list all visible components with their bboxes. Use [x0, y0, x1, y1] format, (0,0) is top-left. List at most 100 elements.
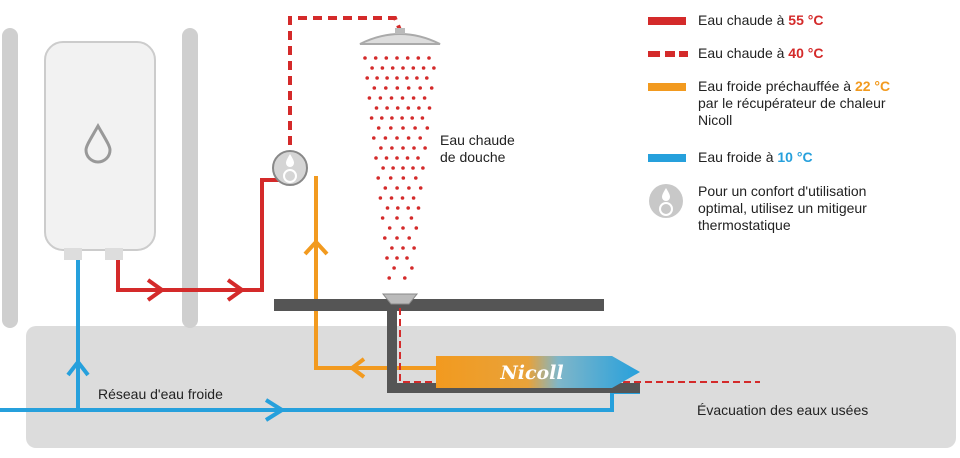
spray-drop: [401, 166, 405, 170]
spray-drop: [390, 116, 394, 120]
spray-drop: [369, 116, 374, 120]
spray-drop: [427, 56, 431, 60]
spray-drop: [384, 56, 389, 60]
spray-drop: [418, 86, 423, 90]
hot-water-pipe: [116, 178, 284, 302]
spray-drop: [406, 86, 411, 90]
spray-drop: [421, 166, 425, 170]
spray-drop: [391, 166, 395, 170]
spray-drop: [378, 196, 383, 200]
spray-drop: [390, 246, 394, 250]
spray-drop: [421, 66, 426, 70]
spray-drop: [395, 256, 399, 260]
spray-drop: [411, 196, 416, 200]
spray-drop: [418, 136, 423, 140]
spray-drop: [375, 76, 379, 80]
spray-drop: [403, 276, 407, 280]
spray-drop: [389, 196, 394, 200]
water-heater-icon: [44, 41, 156, 260]
spray-drop: [374, 156, 378, 160]
spray-drop: [389, 96, 394, 100]
spray-drop: [411, 66, 416, 70]
spray-drop: [378, 96, 383, 100]
legend-text-line1: Pour un confort d'utilisation: [698, 183, 867, 199]
spray-drop: [405, 56, 410, 60]
spray-drop: [405, 156, 410, 160]
shower-label: Eau chaude de douche: [440, 132, 515, 166]
spray-drop: [384, 156, 389, 160]
spray-drop: [423, 146, 427, 150]
spray-drop: [381, 166, 385, 170]
legend-temp: 10 °C: [777, 149, 813, 165]
spray-drop: [383, 186, 388, 190]
spray-drop: [411, 96, 416, 100]
legend-swatch-orange: [648, 83, 686, 91]
spray-drop: [407, 186, 411, 190]
spray-drop: [417, 106, 421, 110]
spray-drop: [412, 146, 416, 150]
legend-temp: 40 °C: [788, 45, 824, 61]
spray-drop: [406, 106, 411, 110]
spray-drop: [401, 176, 406, 180]
spray-drop: [374, 106, 379, 110]
legend-text: Eau chaude à: [698, 12, 789, 28]
spray-drop: [365, 76, 370, 80]
shower-floor: [274, 299, 604, 311]
spray-drop: [390, 146, 394, 150]
spray-drop: [425, 76, 429, 80]
shower-head-icon: [359, 28, 441, 45]
spray-drop: [376, 176, 381, 180]
spray-drop: [388, 176, 393, 180]
preheated-water-pipe: [303, 176, 440, 379]
spray-drop: [392, 266, 396, 270]
spray-drop: [372, 136, 376, 140]
spray-drop: [401, 246, 405, 250]
brand-logo: Nicoll: [499, 362, 563, 384]
spray-drop: [410, 266, 414, 270]
spray-drop: [416, 56, 421, 60]
legend-swatch-dashed-red: [648, 51, 688, 57]
legend-text: Eau chaude à: [698, 45, 789, 61]
spray-drop: [416, 156, 420, 160]
spray-drop: [416, 206, 421, 210]
legend-text-line3: Nicoll: [698, 112, 733, 128]
legend-text-line2: par le récupérateur de chaleur: [698, 95, 886, 111]
spray-drop: [405, 76, 409, 80]
spray-drop: [395, 156, 399, 160]
spray-drop: [395, 216, 399, 220]
thermostatic-mixer-icon: [649, 184, 683, 218]
spray-drop: [395, 236, 399, 240]
spray-drop: [390, 66, 395, 70]
shower-label-line1: Eau chaude: [440, 132, 515, 148]
spray-drop: [409, 216, 414, 220]
spray-drop: [411, 166, 415, 170]
spray-drop: [383, 236, 387, 240]
spray-drop: [395, 186, 399, 190]
spray-drop: [415, 76, 419, 80]
shower-label-line2: de douche: [440, 149, 506, 165]
spray-drop: [387, 276, 392, 280]
shower-spray: [363, 56, 436, 280]
spray-drop: [380, 216, 385, 220]
spray-drop: [400, 116, 404, 120]
spray-drop: [395, 136, 399, 140]
spray-drop: [367, 96, 372, 100]
spray-drop: [420, 116, 425, 120]
legend-temp: 22 °C: [854, 78, 891, 94]
spray-drop: [373, 56, 378, 60]
spray-drop: [432, 66, 436, 70]
spray-drop: [401, 126, 405, 130]
spray-drop: [385, 106, 389, 110]
droplet-icon: [84, 122, 112, 164]
legend-text: Eau froide à: [698, 149, 778, 165]
left-wall: [2, 28, 18, 328]
spray-drop: [413, 126, 417, 130]
spray-drop: [407, 236, 412, 240]
spray-drop: [406, 136, 411, 140]
spray-drop: [380, 66, 385, 70]
mixer-valve-icon: [272, 150, 308, 186]
legend-text-line3: thermostatique: [698, 217, 791, 233]
spray-drop: [372, 86, 377, 90]
spray-drop: [400, 96, 405, 100]
spray-drop: [400, 196, 405, 200]
